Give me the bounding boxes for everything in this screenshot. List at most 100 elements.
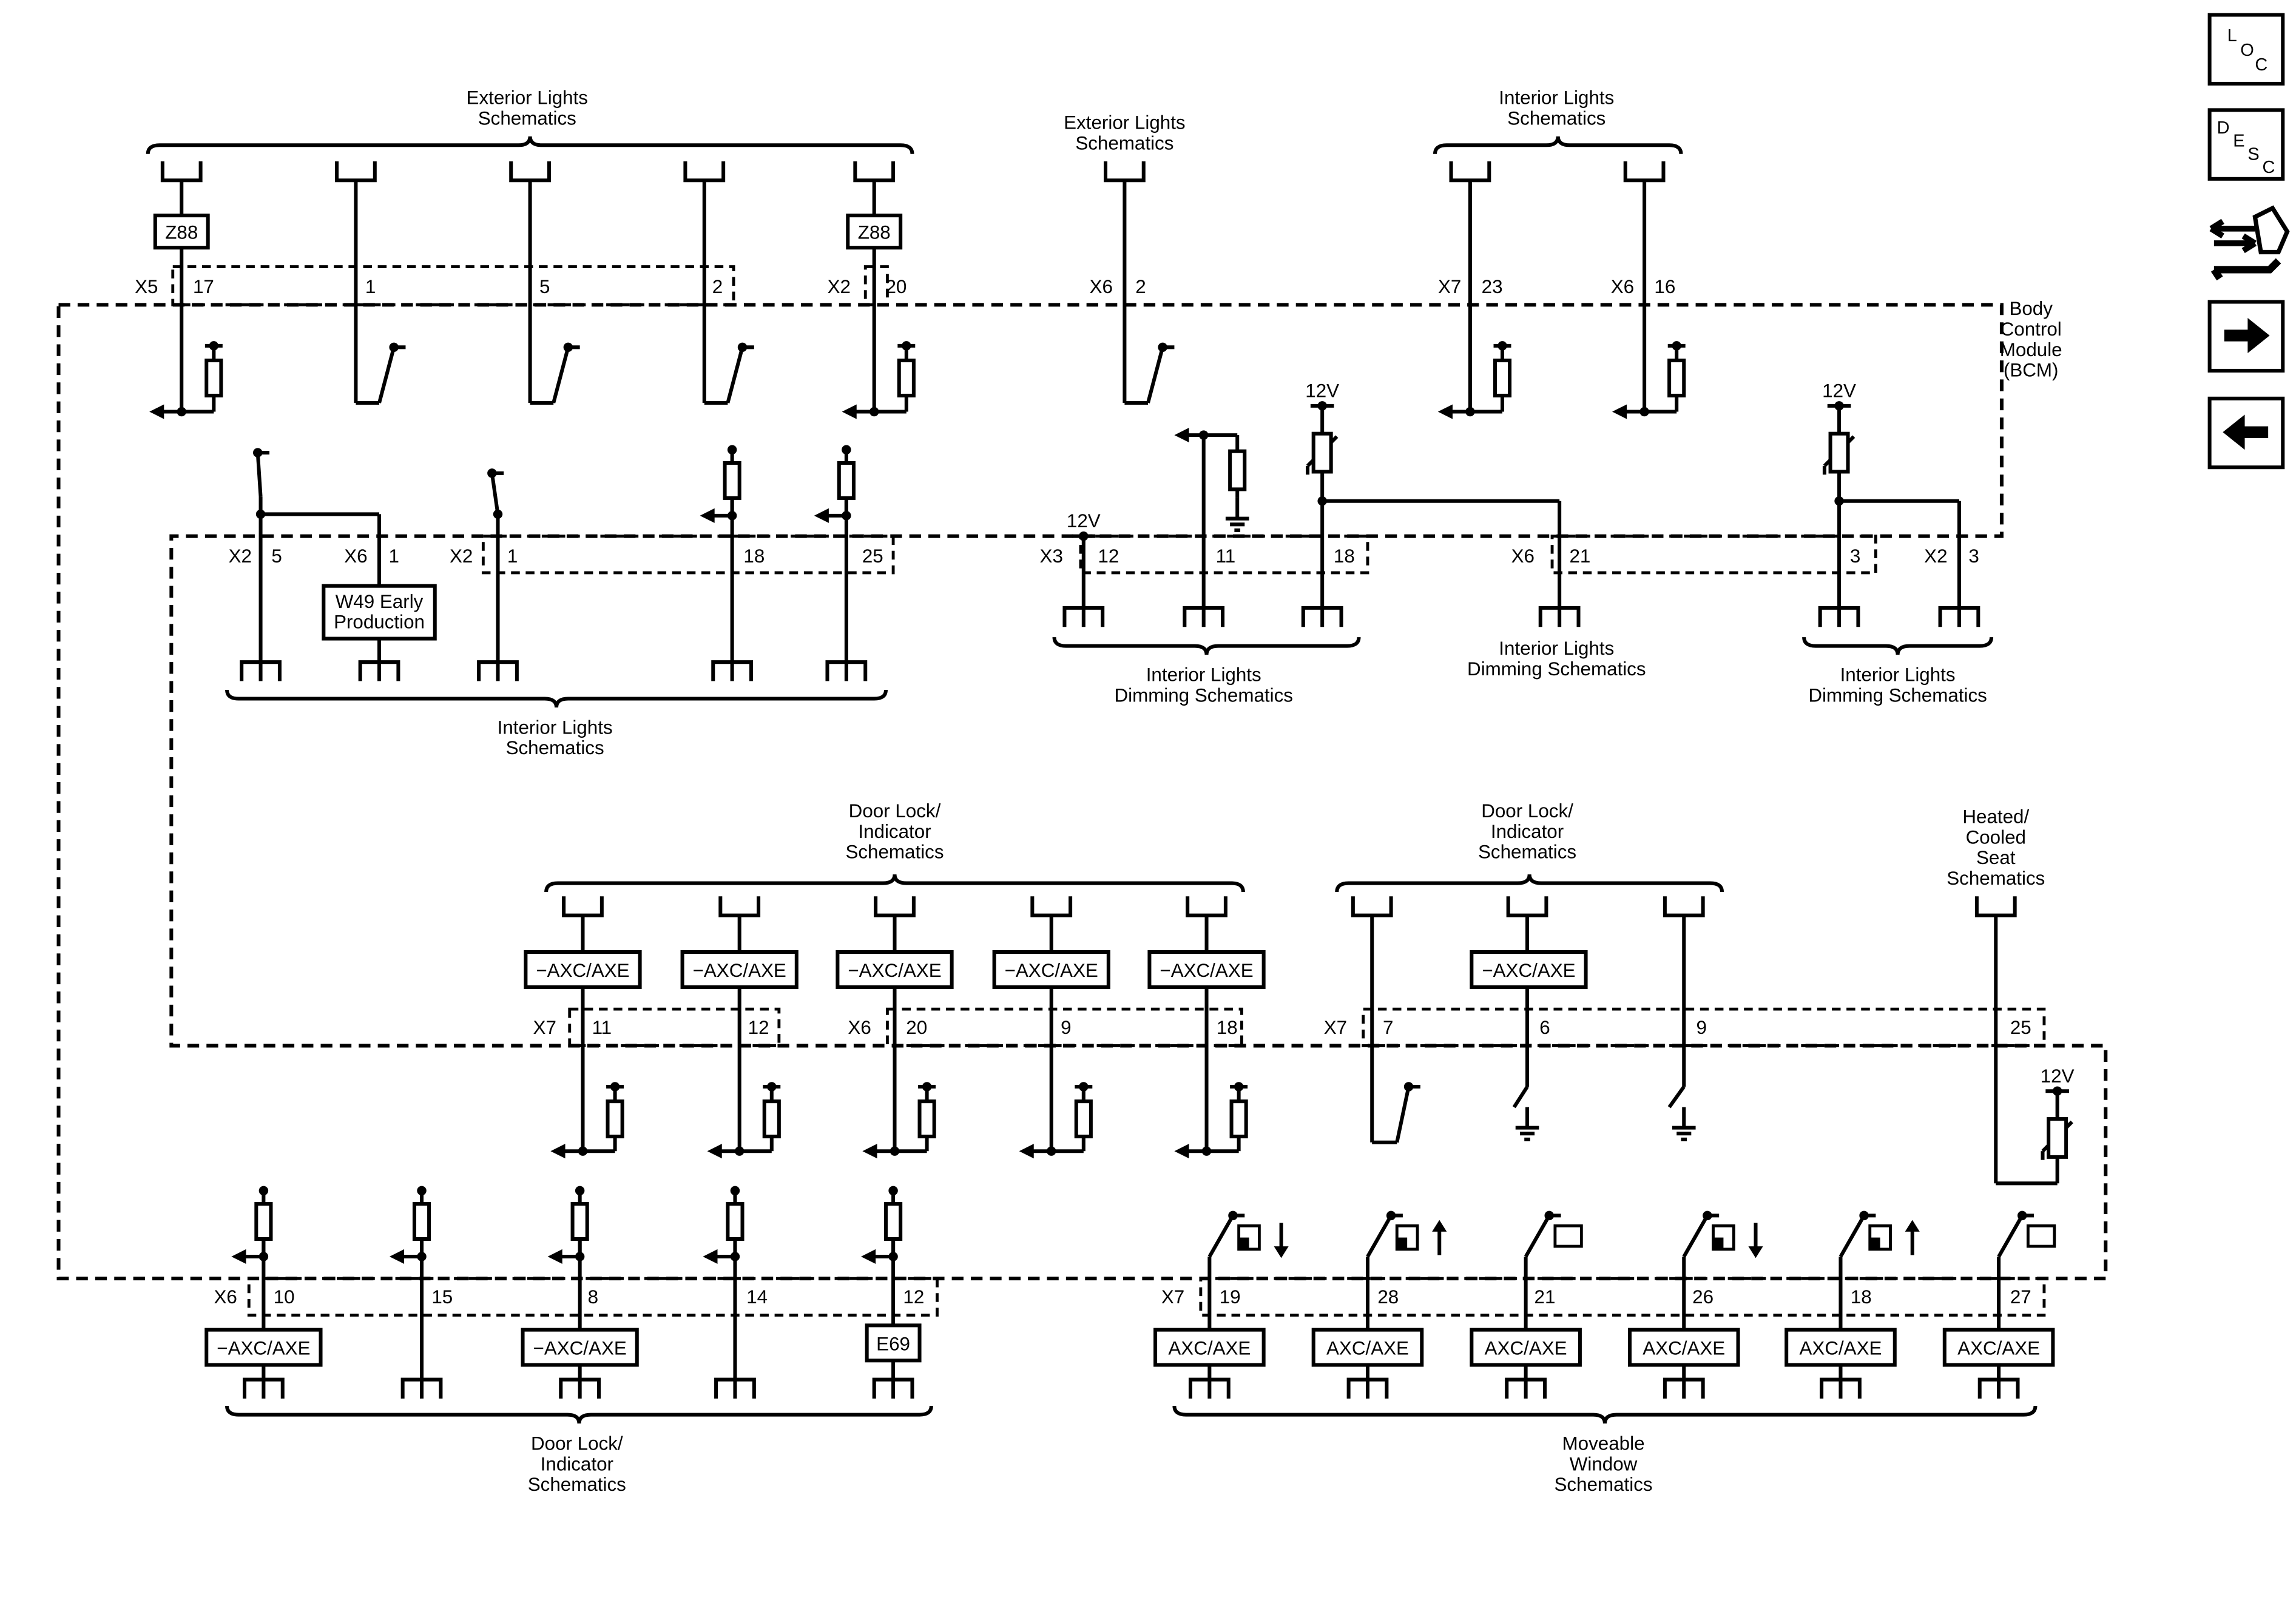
axc-box-label: AXC/AXE: [1485, 1338, 1567, 1359]
axc-option-box: [680, 950, 799, 989]
door-lock-1-label-line: Door Lock/: [849, 800, 941, 822]
splice-dot: [578, 1146, 588, 1156]
arrow-down-icon: [1748, 1246, 1763, 1258]
harness-connector: [1188, 1377, 1231, 1399]
pin-number: 23: [1482, 276, 1503, 297]
sunroof-vent-icon: [1553, 1224, 1583, 1248]
connector-x6-label: X6: [214, 1286, 237, 1308]
splice-dot: [389, 342, 399, 353]
resistor-icon: [254, 1202, 273, 1241]
pin-number: 1: [388, 545, 399, 567]
splice-dot: [1834, 401, 1844, 411]
bcm-label-line: Body: [2009, 298, 2053, 319]
harness-connector: [1346, 1377, 1389, 1399]
splice-dot: [1158, 342, 1167, 353]
splice-dot: [888, 1252, 898, 1261]
window-pane-fill: [1869, 1237, 1880, 1249]
resistor-icon: [726, 1202, 745, 1241]
pin-number: 18: [1217, 1017, 1238, 1038]
moveable-window-bracket: [1172, 1405, 2038, 1424]
connector-x2-label: X2: [450, 545, 473, 567]
bcm-label-line: Module: [2000, 339, 2062, 360]
door-lock-2-label-line: Indicator: [1491, 821, 1564, 842]
pin-number: 2: [712, 276, 723, 297]
x7-row3b-bracket: [1362, 1007, 2046, 1047]
loc-button[interactable]: LOC: [2207, 13, 2285, 86]
axc-option-box-label: −AXC/AXE: [1005, 960, 1098, 981]
harness-connector: [358, 660, 400, 681]
back-button[interactable]: [2207, 396, 2285, 470]
harness-connector: [562, 896, 604, 917]
axc-box: [1784, 1328, 1897, 1367]
harness-connector: [853, 161, 896, 183]
connector-x7-label: X7: [1438, 276, 1461, 297]
moveable-window-label-line: Schematics: [1554, 1474, 1652, 1495]
axc-option-box-label: −AXC/AXE: [536, 960, 629, 981]
int-dim-3-label-line: Interior Lights: [1840, 664, 1956, 686]
door-lock-2-label-line: Door Lock/: [1481, 800, 1573, 822]
pin-number: 1: [365, 276, 376, 297]
axc-option-box-label: −AXC/AXE: [1482, 960, 1575, 981]
resistor-icon: [723, 461, 741, 500]
ext-lights-1-bracket: [146, 136, 914, 155]
door-lock-1-label-line: Indicator: [858, 821, 931, 842]
pin-number: 11: [1216, 545, 1236, 567]
resistor-icon: [762, 1099, 781, 1139]
splice-dot: [734, 1146, 745, 1156]
harness-connector: [1030, 896, 1073, 917]
switch-lever: [1146, 346, 1165, 403]
splice-dot: [1639, 407, 1649, 417]
splice-dot: [922, 1082, 932, 1092]
wiring-layer: [56, 136, 2108, 1424]
harness-connector: [711, 660, 754, 681]
x2-bracket: [863, 265, 889, 306]
connector-x7-label: X7: [1324, 1017, 1347, 1038]
axc-option-box: [1147, 950, 1266, 989]
switch-lever: [1207, 1214, 1235, 1258]
harness-connector: [1062, 606, 1105, 627]
harness-connector: [242, 1377, 285, 1399]
arrow-left-icon: [550, 1144, 566, 1159]
splice-dot: [1079, 1082, 1089, 1092]
harness-connector: [160, 161, 203, 183]
axc-box: [1942, 1328, 2055, 1367]
arrow-left-icon: [862, 1144, 877, 1159]
splice-dot: [1497, 341, 1507, 351]
splice-dot: [1079, 531, 1089, 541]
resistor-icon: [1228, 449, 1247, 491]
pin-number: 25: [2010, 1017, 2031, 1038]
int-lights-top-bracket: [1433, 136, 1683, 155]
harness-connector: [1938, 606, 1980, 627]
door-lock-bottom-label-line: Indicator: [541, 1453, 613, 1474]
next-button[interactable]: [2207, 300, 2285, 373]
harness-connector: [718, 896, 761, 917]
arrow-left-icon: [149, 404, 164, 419]
harness-connector: [1663, 896, 1705, 917]
pin-number: 18: [1851, 1286, 1872, 1308]
bcm-label-line: Control: [2001, 319, 2062, 340]
x6-row2-bracket: [1550, 535, 1877, 575]
pin-number: 27: [2010, 1286, 2031, 1308]
int-dim-3-label-line: Dimming Schematics: [1808, 684, 1987, 706]
x5-bracket: [171, 265, 735, 306]
connector-x2-label: X2: [828, 276, 851, 297]
int-lights-top-label-line: Interior Lights: [1499, 87, 1614, 109]
pin-number: 15: [431, 1286, 453, 1308]
voltage-12v-label: 12V: [1305, 380, 1339, 401]
pin-number: 18: [1334, 545, 1355, 567]
connector-tool-button[interactable]: [2209, 205, 2290, 281]
w49-box-label: Production: [334, 612, 425, 633]
e69-box-label: E69: [876, 1333, 910, 1354]
splice-dot: [1386, 1210, 1396, 1221]
arrow-down-icon: [1274, 1246, 1289, 1258]
pin-number: 6: [1539, 1017, 1550, 1038]
pin-number: 20: [885, 276, 907, 297]
harness-connector: [509, 161, 551, 183]
switch-lever: [1395, 1086, 1411, 1143]
harness-connector: [1663, 1377, 1705, 1399]
resistor-icon: [412, 1202, 431, 1241]
harness-connector: [335, 161, 377, 183]
arrow-left-icon: [700, 508, 715, 523]
door-lock-1-bracket: [544, 874, 1245, 893]
